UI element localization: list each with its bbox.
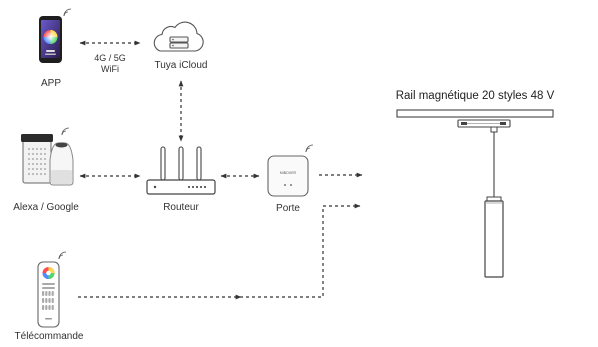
app-label: APP [40, 78, 61, 89]
voice-assistant-icon [21, 134, 74, 186]
network-label-line1: 4G / 5G [94, 53, 126, 63]
rail-title: Rail magnétique 20 styles 48 V [395, 90, 555, 102]
remote-wifi-icon [58, 251, 67, 260]
cloud-label: Tuya iCloud [154, 60, 208, 71]
remote-control-icon [37, 261, 60, 328]
app-wifi-icon [63, 8, 72, 17]
network-label-line2: WiFi [101, 64, 119, 74]
remote-label: Télécommande [14, 331, 84, 342]
gateway-icon: MIBOXER [267, 155, 309, 197]
voice-label: Alexa / Google [13, 202, 79, 213]
router-icon [146, 146, 216, 195]
connections [78, 40, 363, 300]
gateway-label: Porte [276, 203, 300, 214]
smartphone-icon [39, 16, 62, 63]
link-remote-light [78, 203, 361, 298]
pendant-light-icon [484, 126, 504, 278]
magnetic-rail [396, 109, 554, 128]
gateway-brand-text: MIBOXER [280, 171, 297, 175]
cloud-icon [153, 21, 204, 52]
voice-wifi-icon [61, 127, 70, 136]
gateway-wifi-icon [305, 144, 314, 153]
router-label: Routeur [163, 202, 199, 213]
